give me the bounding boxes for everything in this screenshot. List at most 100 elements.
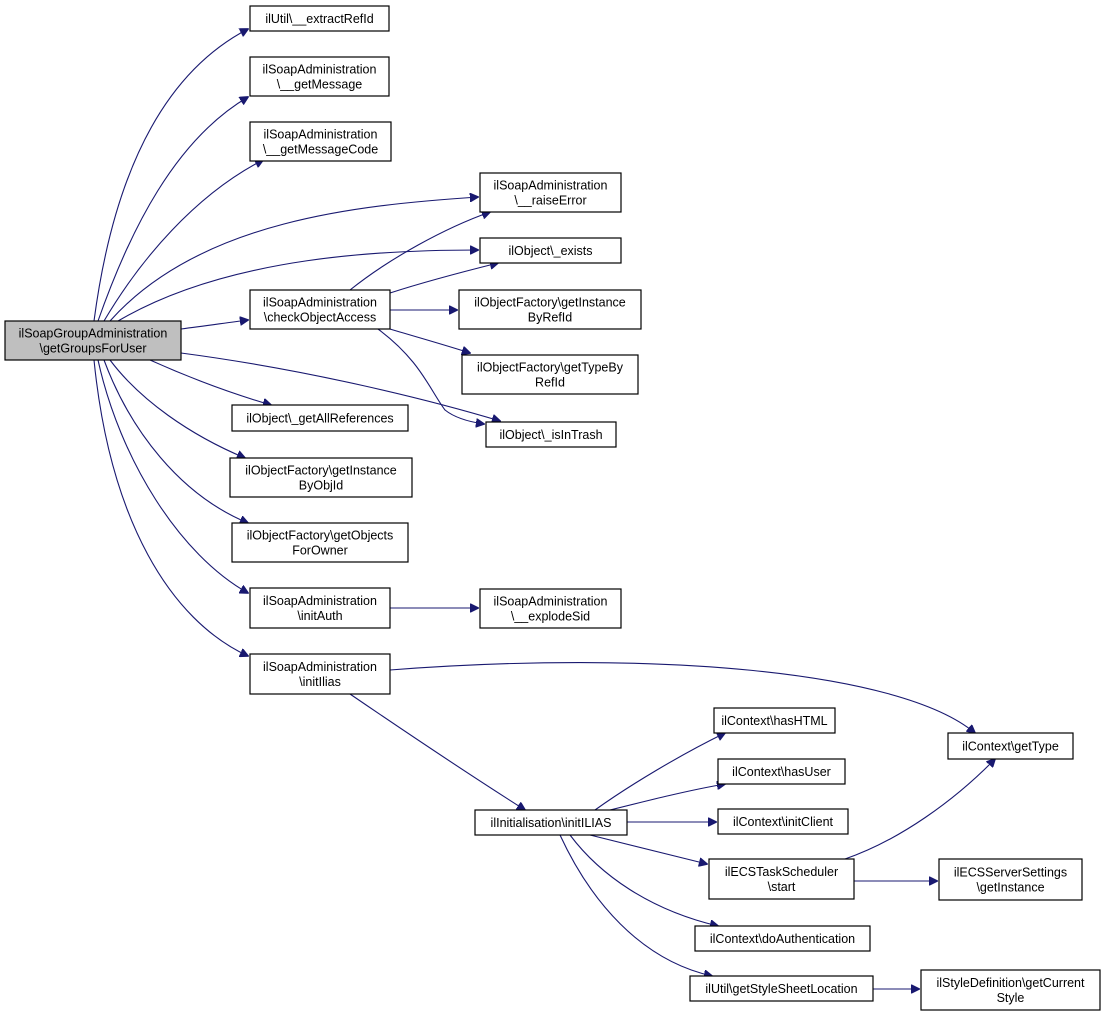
edge-arrow — [97, 97, 248, 322]
node-box — [938, 858, 1083, 901]
node-ecsStart[interactable]: ilECSTaskScheduler\start — [708, 858, 855, 900]
node-box — [479, 588, 622, 629]
node-getAllReferences[interactable]: ilObject\_getAllReferences — [231, 404, 409, 432]
node-box — [717, 808, 849, 835]
edge-initILIAS-to-doAuthentication — [569, 834, 718, 926]
node-label-line: ilContext\getType — [962, 740, 1059, 754]
node-label-line: ilObjectFactory\getInstance — [245, 464, 397, 478]
node-box — [4, 320, 182, 361]
edge-arrow — [389, 263, 498, 294]
node-label-line: ilObject\_exists — [508, 244, 592, 258]
edge-arrow — [149, 359, 271, 405]
edge-arrow — [109, 197, 478, 322]
edge-root-to-raiseError — [109, 197, 478, 322]
node-box — [461, 354, 639, 395]
node-initIlias[interactable]: ilSoapAdministration\initIlias — [249, 653, 391, 695]
node-label-line: ForOwner — [292, 544, 348, 558]
node-doAuthentication[interactable]: ilContext\doAuthentication — [694, 925, 871, 952]
node-label-line: \getGroupsForUser — [40, 342, 147, 356]
node-extractRefId[interactable]: ilUtil\__extractRefId — [249, 5, 390, 32]
edge-root-to-getAllReferences — [149, 359, 271, 405]
node-box — [231, 522, 409, 563]
edge-arrow — [97, 359, 248, 593]
node-getMessage[interactable]: ilSoapAdministration\__getMessage — [249, 56, 390, 97]
edge-arrow — [93, 29, 248, 322]
node-label-line: \initAuth — [297, 609, 342, 623]
node-label-line: ilObjectFactory\getInstance — [474, 296, 626, 310]
edge-arrow — [389, 328, 470, 353]
node-label-line: ilContext\hasUser — [732, 765, 831, 779]
node-label-line: ilStyleDefinition\getCurrent — [937, 976, 1086, 990]
edge-arrow — [103, 359, 248, 523]
nodes-layer: ilSoapGroupAdministration\getGroupsForUs… — [4, 5, 1101, 1011]
node-box — [249, 5, 390, 32]
node-hasHTML[interactable]: ilContext\hasHTML — [713, 707, 836, 734]
node-label-line: ilObject\_isInTrash — [499, 428, 602, 442]
node-getStyleSheetLocation[interactable]: ilUtil\getStyleSheetLocation — [689, 975, 874, 1002]
edge-root-to-getObjectsForOwner — [103, 359, 248, 523]
node-label-line: ilSoapAdministration — [263, 296, 377, 310]
edge-arrow — [180, 320, 248, 330]
node-box — [474, 809, 628, 836]
node-initILIAS[interactable]: ilInitialisation\initILIAS — [474, 809, 628, 836]
node-label-line: ilUtil\getStyleSheetLocation — [705, 982, 857, 996]
node-label-line: ilObjectFactory\getTypeBy — [477, 361, 624, 375]
node-label-line: RefId — [535, 376, 565, 390]
node-label-line: \__getMessageCode — [263, 143, 378, 157]
node-label-line: ilSoapAdministration — [494, 179, 608, 193]
node-label-line: ilECSTaskScheduler — [725, 865, 838, 879]
node-box — [920, 969, 1101, 1011]
edge-arrow — [589, 834, 707, 864]
node-explodeSid[interactable]: ilSoapAdministration\__explodeSid — [479, 588, 622, 629]
node-ecsServerSettings[interactable]: ilECSServerSettings\getInstance — [938, 858, 1083, 901]
node-getType[interactable]: ilContext\getType — [947, 732, 1074, 760]
node-label-line: \__getMessage — [277, 78, 363, 92]
edge-checkObjectAccess-to-exists — [389, 263, 498, 294]
edge-initILIAS-to-hasHTML — [594, 733, 725, 811]
node-label-line: ilInitialisation\initILIAS — [491, 816, 612, 830]
node-hasUser[interactable]: ilContext\hasUser — [717, 758, 846, 785]
edge-root-to-initAuth — [97, 359, 248, 593]
node-box — [229, 457, 413, 498]
edge-arrow — [349, 693, 525, 810]
node-box — [249, 56, 390, 97]
edge-checkObjectAccess-to-raiseError — [349, 212, 490, 291]
node-initClient[interactable]: ilContext\initClient — [717, 808, 849, 835]
node-checkObjectAccess[interactable]: ilSoapAdministration\checkObjectAccess — [249, 289, 391, 330]
edge-arrow — [109, 359, 245, 458]
node-raiseError[interactable]: ilSoapAdministration\__raiseError — [479, 172, 622, 213]
node-getMessageCode[interactable]: ilSoapAdministration\__getMessageCode — [249, 121, 392, 162]
node-label-line: ByObjId — [299, 479, 344, 493]
node-label-line: ilSoapAdministration — [263, 660, 377, 674]
edge-arrow — [349, 212, 490, 291]
node-label-line: ByRefId — [528, 311, 573, 325]
node-box — [231, 404, 409, 432]
node-root[interactable]: ilSoapGroupAdministration\getGroupsForUs… — [4, 320, 182, 361]
edge-checkObjectAccess-to-getTypeByRefId — [389, 328, 470, 353]
node-exists[interactable]: ilObject\_exists — [479, 237, 622, 264]
node-label-line: ilSoapAdministration — [264, 128, 378, 142]
edge-root-to-isInTrash — [180, 352, 500, 421]
node-label-line: \start — [768, 880, 796, 894]
node-initAuth[interactable]: ilSoapAdministration\initAuth — [249, 587, 391, 629]
node-label-line: ilContext\doAuthentication — [710, 932, 855, 946]
edge-arrow — [117, 250, 478, 322]
node-box — [249, 121, 392, 162]
node-box — [717, 758, 846, 785]
node-box — [713, 707, 836, 734]
edge-root-to-exists — [117, 250, 478, 322]
node-label-line: \getInstance — [976, 881, 1044, 895]
edge-arrow — [180, 352, 500, 421]
edge-arrow — [93, 359, 248, 656]
node-isInTrash[interactable]: ilObject\_isInTrash — [485, 421, 617, 448]
node-label-line: \__raiseError — [514, 194, 586, 208]
edge-initILIAS-to-ecsStart — [589, 834, 707, 864]
node-label-line: ilSoapAdministration — [263, 63, 377, 77]
edge-initILIAS-to-getStyleSheetLocation — [559, 834, 712, 976]
edge-arrow — [103, 160, 263, 322]
